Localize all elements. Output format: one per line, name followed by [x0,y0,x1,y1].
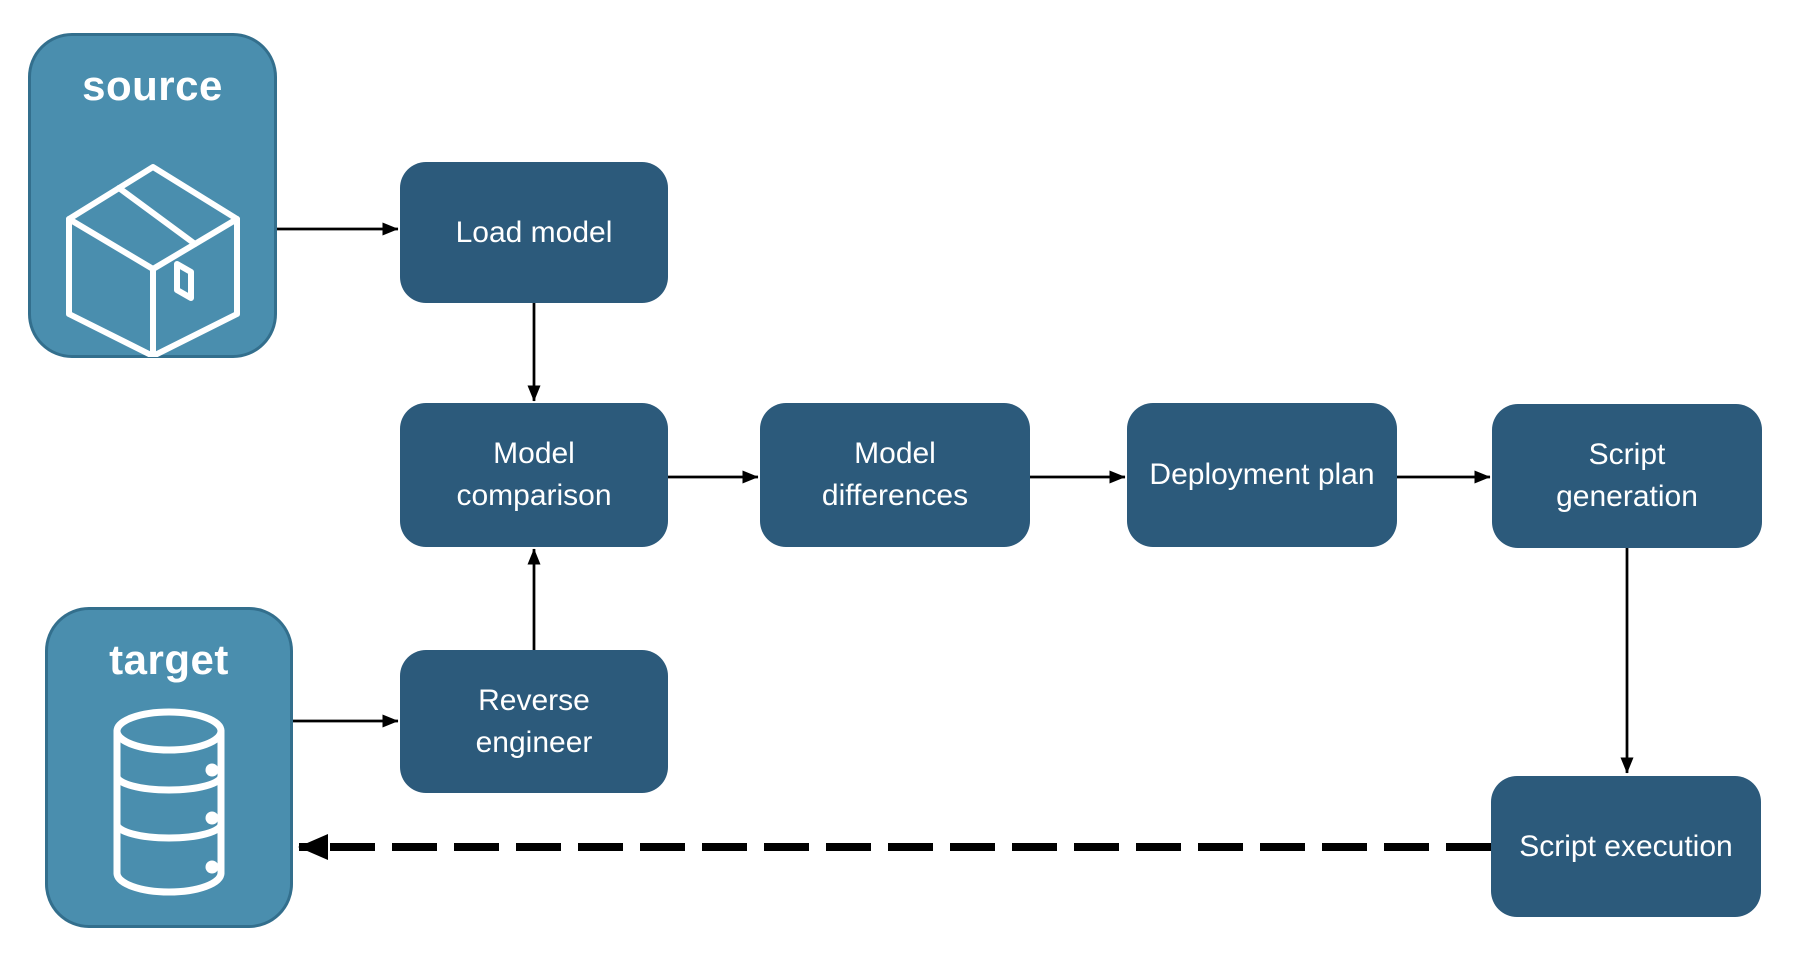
script-generation-label: Script generation [1556,438,1698,513]
database-icon [94,708,244,910]
node-deployment-plan: Deployment plan [1127,403,1397,547]
node-target: target [45,607,293,928]
model-comparison-label: Model comparison [456,437,612,512]
deployment-plan-label: Deployment plan [1149,458,1375,491]
node-model-differences: Model differences [760,403,1030,547]
node-load-model: Load model [400,162,668,303]
target-label: target [109,636,229,683]
load-model-label: Load model [455,215,613,249]
node-model-comparison: Model comparison [400,403,668,547]
reverse-engineer-label: Reverse engineer [475,683,593,759]
node-script-generation: Script generation [1492,404,1762,548]
model-differences-label: Model differences [821,437,969,512]
package-icon [65,161,241,369]
source-label: source [82,62,223,109]
script-execution-label: Script execution [1519,829,1733,863]
node-reverse-engineer: Reverse engineer [400,650,668,793]
node-script-execution: Script execution [1491,776,1761,917]
node-source: source [28,33,277,359]
